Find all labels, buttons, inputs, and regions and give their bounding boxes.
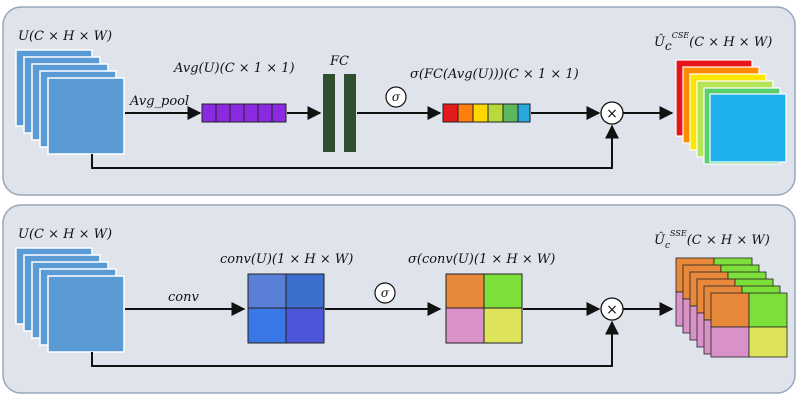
- sse-multiply-symbol: ×: [606, 302, 618, 318]
- cse-sigma-icon: [385, 86, 407, 108]
- sse-sigmoid-cell: [483, 307, 523, 344]
- sse-sigmoid-cell: [445, 307, 485, 344]
- cse-avg-cell: [257, 103, 273, 123]
- sse-input-feature-stack: [15, 247, 125, 353]
- cse-sigmoid-vector: [442, 103, 531, 123]
- cse-input-label: U(C × H × W): [18, 29, 112, 44]
- cse-sigmoid-cell: [487, 103, 504, 123]
- sse-conv-label: conv(U)(1 × H × W): [220, 252, 353, 267]
- cse-input-layer: [47, 77, 125, 155]
- sse-conv-cell: [285, 273, 325, 309]
- sse-output-dims: (C × H × W): [687, 233, 770, 248]
- cse-output-symbol: Û: [654, 33, 666, 50]
- sse-panel: U(C × H × W) conv conv(U)(1 × H × W) σ σ…: [2, 204, 796, 394]
- sse-conv-cell: [247, 307, 287, 344]
- sse-output-symbol: Û: [654, 231, 666, 248]
- sse-conv-cell: [247, 273, 287, 309]
- sse-sigma-symbol: σ: [381, 286, 390, 300]
- cse-output-label: ÛcCSE(C × H × W): [654, 31, 772, 53]
- cse-avg-cell: [229, 103, 245, 123]
- cse-sigmoid-label: σ(FC(Avg(U)))(C × 1 × 1): [410, 67, 579, 82]
- sse-output-label: ÛcSSE(C × H × W): [654, 229, 770, 251]
- sse-sigma-icon: [374, 282, 396, 304]
- sse-sigmoid-label: σ(conv(U)(1 × H × W): [408, 252, 555, 267]
- sse-input-label: U(C × H × W): [18, 227, 112, 242]
- cse-sigmoid-cell: [442, 103, 459, 123]
- cse-fc-label: FC: [329, 54, 349, 69]
- sse-conv-map: [247, 273, 325, 344]
- cse-avg-cell: [215, 103, 231, 123]
- cse-output-layer: [709, 93, 787, 163]
- sse-input-layer: [47, 275, 125, 353]
- sse-output-layer: [710, 292, 788, 358]
- cse-output-subscript: c: [665, 39, 672, 53]
- sse-sigmoid-cell: [483, 273, 523, 309]
- cse-sigma-symbol: σ: [392, 90, 401, 104]
- cse-avg-cell: [243, 103, 259, 123]
- cse-pool-label: Avg_pool: [129, 94, 189, 109]
- cse-fc-bar: [323, 74, 335, 152]
- sse-sigmoid-cell: [445, 273, 485, 309]
- cse-fc-bar: [344, 74, 356, 152]
- sse-output-stack: [675, 257, 788, 358]
- sse-panel-background: [2, 204, 796, 394]
- sse-output-superscript: SSE: [670, 229, 687, 238]
- cse-skip-connection: [91, 124, 619, 169]
- sse-skip-connection: [91, 320, 619, 367]
- cse-fc-block: [323, 74, 356, 152]
- cse-multiply-symbol: ×: [606, 106, 618, 122]
- cse-avg-vector: [201, 103, 287, 123]
- cse-avg-cell: [271, 103, 287, 123]
- cse-sigmoid-cell: [502, 103, 519, 123]
- cse-output-dims: (C × H × W): [689, 35, 772, 50]
- cse-panel: U(C × H × W) Avg_pool Avg(U)(C × 1 × 1) …: [2, 6, 796, 196]
- sse-output-subscript: c: [665, 241, 670, 251]
- sse-conv-op-label: conv: [168, 290, 199, 305]
- sse-sigmoid-map: [445, 273, 523, 344]
- cse-sigmoid-cell: [472, 103, 489, 123]
- cse-sigmoid-cell: [517, 103, 531, 123]
- cse-avg-label: Avg(U)(C × 1 × 1): [173, 61, 295, 76]
- cse-output-superscript: CSE: [672, 31, 690, 40]
- cse-input-feature-stack: [15, 49, 125, 155]
- cse-sigmoid-cell: [457, 103, 474, 123]
- sse-conv-cell: [285, 307, 325, 344]
- cse-output-stack: [675, 59, 787, 165]
- cse-avg-cell: [201, 103, 217, 123]
